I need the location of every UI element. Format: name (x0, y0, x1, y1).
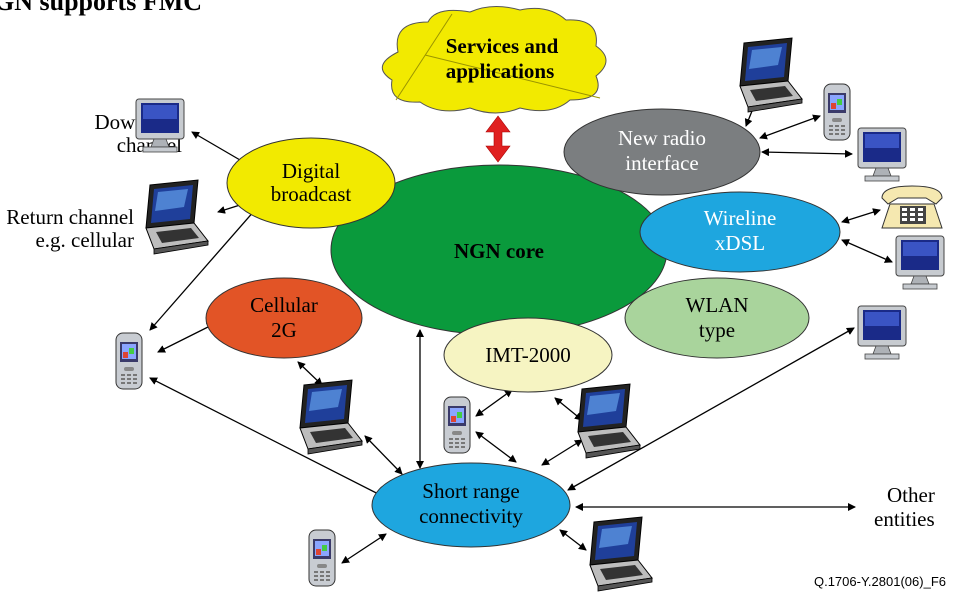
wlan-line1: WLAN (686, 293, 749, 317)
mobile-phone-icon (443, 396, 471, 454)
node-cellular-2g: Cellular 2G (205, 277, 363, 359)
return-channel-line2: e.g. cellular (35, 228, 134, 252)
ngn-core-label: NGN core (454, 239, 544, 263)
cellular-line1: Cellular (250, 293, 318, 317)
cloud-label-line2: applications (446, 59, 555, 83)
return-channel-line1: Return channel (6, 205, 134, 229)
wireline-line2: xDSL (715, 231, 765, 255)
node-wireline-xdsl: Wireline xDSL (639, 191, 841, 273)
telephone-icon (881, 185, 943, 229)
mobile-phone-icon (115, 332, 143, 390)
monitor-icon (857, 127, 907, 182)
cloud-label-line1: Services and (446, 34, 559, 58)
laptop-icon (589, 516, 653, 592)
wlan-line2: type (699, 318, 735, 342)
imt-label: IMT-2000 (485, 343, 571, 367)
node-new-radio-interface: New radio interface (563, 108, 761, 196)
short-range-line2: connectivity (419, 504, 523, 528)
laptop-icon (577, 383, 641, 459)
figure-id: Q.1706-Y.2801(06)_F6 (814, 574, 946, 589)
mobile-phone-icon (308, 529, 336, 587)
new-radio-line2: interface (625, 151, 698, 175)
other-entities-line1: Other (887, 483, 935, 507)
ngn-core: NGN core (330, 164, 668, 336)
laptop-icon (739, 37, 803, 113)
digital-broadcast-line1: Digital (282, 159, 340, 183)
digital-broadcast-line2: broadcast (271, 182, 352, 206)
node-digital-broadcast: Digital broadcast (226, 137, 396, 229)
laptop-icon (299, 379, 363, 455)
node-wlan-type: WLAN type (624, 277, 810, 359)
cellular-line2: 2G (271, 318, 297, 342)
connector-arrows (149, 95, 893, 564)
monitor-icon (895, 235, 945, 290)
header-title: GN supports FMC (0, 0, 202, 16)
monitor-icon (857, 305, 907, 360)
node-short-range-connectivity: Short range connectivity (371, 462, 571, 548)
laptop-icon (145, 179, 209, 255)
other-entities-line2: entities (874, 507, 935, 531)
node-imt-2000: IMT-2000 (443, 317, 613, 393)
core-cloud-link (485, 115, 511, 163)
wireline-line1: Wireline (704, 206, 777, 230)
services-cloud: Services and applications (382, 6, 607, 114)
new-radio-line1: New radio (618, 126, 706, 150)
mobile-phone-icon (823, 83, 851, 141)
short-range-line1: Short range (422, 479, 519, 503)
